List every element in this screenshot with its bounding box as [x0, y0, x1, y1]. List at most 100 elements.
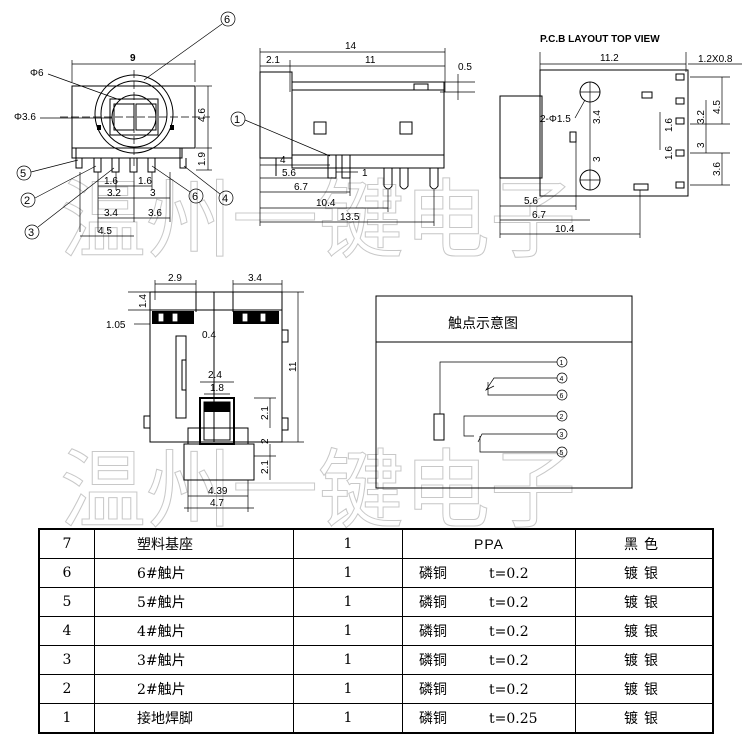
- bom-no: 5: [38, 587, 95, 617]
- bom-thickness: t=0.2: [489, 595, 529, 611]
- dim-pcb-r36: 3.6: [712, 162, 723, 176]
- svg-text:1: 1: [560, 360, 564, 367]
- dim-pcb-v34: 3.4: [592, 110, 603, 124]
- bom-name: 塑料基座: [94, 528, 294, 559]
- bom-thickness: t=0.2: [489, 653, 529, 669]
- contact-terminal-6: 6: [556, 389, 568, 401]
- dim-pcb-r32: 3.2: [696, 110, 707, 124]
- bom-name: 4#触片: [94, 616, 294, 646]
- dim-p16a: 1.6: [104, 176, 118, 187]
- pcb-view: P.C.B LAYOUT TOP VIEW 11.2 1.2X0.8 2-Φ1.…: [499, 34, 742, 238]
- dim-bottom-h105: 1.05: [106, 320, 126, 331]
- dim-side-d56: 5.6: [282, 168, 296, 179]
- contact-terminal-2: 2: [556, 410, 568, 422]
- bom-finish: 镀银: [575, 616, 714, 646]
- svg-text:4: 4: [560, 376, 564, 383]
- bom-qty: 1: [293, 616, 403, 646]
- bom-qty: 1: [293, 558, 403, 588]
- dim-p34: 3.4: [104, 208, 118, 219]
- dim-pcb-v3: 3: [592, 156, 603, 162]
- dim-bottom-left: 2.9: [168, 273, 182, 284]
- dim-front-height: 4.6: [197, 108, 208, 122]
- bom-material-cell: 磷铜 t=0.2: [402, 674, 576, 704]
- bom-qty: 1: [293, 703, 403, 734]
- bom-name: 6#触片: [94, 558, 294, 588]
- dim-p36: 3.6: [148, 208, 162, 219]
- callout-front-5: 5: [20, 168, 26, 180]
- dim-pcb-v16a: 1.6: [664, 118, 675, 132]
- dim-side-d4: 4: [280, 155, 286, 166]
- dim-bottom-w24: 2.4: [208, 370, 222, 381]
- bom-finish: 黑色: [575, 528, 714, 559]
- callout-front-6: 6: [192, 191, 198, 203]
- bom-table: 7 塑料基座 1 PPA 黑色 6 6#触片 1 磷铜 t=0.2 镀银 5 5#…: [38, 528, 714, 734]
- front-view: 9 Φ6 Φ3.6 4.6: [14, 11, 236, 240]
- bom-no: 3: [38, 645, 95, 675]
- dim-bottom-w18: 1.8: [210, 383, 224, 394]
- bom-thickness: t=0.2: [489, 624, 529, 640]
- dim-bottom-h14: 1.4: [138, 294, 149, 308]
- dim-bottom-h21b: 2.1: [260, 460, 271, 474]
- dim-side-d135: 13.5: [340, 212, 360, 223]
- svg-text:2: 2: [560, 414, 564, 421]
- bom-material: 磷铜: [419, 711, 447, 727]
- bom-name: 5#触片: [94, 587, 294, 617]
- callout-front-2: 2: [24, 195, 30, 207]
- contact-title: 触点示意图: [448, 315, 518, 332]
- dim-bottom-w47: 4.7: [210, 498, 224, 509]
- bom-qty: 1: [293, 674, 403, 704]
- dim-side-top: 0.5: [458, 62, 472, 73]
- bom-thickness: t=0.25: [489, 711, 538, 727]
- dim-big-hole: Φ6: [30, 68, 44, 79]
- bom-material: 磷铜: [419, 682, 447, 698]
- bom-material: 磷铜: [419, 566, 447, 582]
- bom-no: 6: [38, 558, 95, 588]
- dim-front-width: 9: [130, 53, 136, 64]
- bom-material-cell: 磷铜 t=0.2: [402, 645, 576, 675]
- bom-material: 磷铜: [419, 653, 447, 669]
- dim-bottom-gap: 0.4: [202, 330, 216, 341]
- bom-no: 2: [38, 674, 95, 704]
- bom-no: 7: [38, 528, 95, 559]
- dim-side-total: 14: [345, 41, 357, 52]
- bom-thickness: t=0.2: [489, 682, 529, 698]
- callout-front-6-top: 6: [224, 14, 230, 26]
- bom-finish: 镀银: [575, 674, 714, 704]
- dim-side-d104: 10.4: [316, 198, 336, 209]
- bom-material: PPA: [402, 528, 576, 559]
- bom-name: 2#触片: [94, 674, 294, 704]
- dim-side-d67: 6.7: [294, 182, 308, 193]
- bom-material-cell: 磷铜 t=0.2: [402, 558, 576, 588]
- svg-text:6: 6: [560, 393, 564, 400]
- bom-finish: 镀银: [575, 645, 714, 675]
- bom-thickness: t=0.2: [489, 566, 529, 582]
- bom-qty: 1: [293, 528, 403, 559]
- contact-diagram: 触点示意图 1 4 6 2 3 5: [375, 295, 633, 489]
- dim-small-hole: Φ3.6: [14, 112, 36, 123]
- dim-bottom-h21a: 2.1: [260, 406, 271, 420]
- dim-pcb-w: 11.2: [600, 53, 619, 64]
- callout-side-1: 1: [234, 114, 240, 126]
- contact-terminal-1: 1: [556, 356, 568, 368]
- table-row: 7 塑料基座 1 PPA 黑色: [38, 528, 714, 559]
- bottom-view: 2.9 3.4 1.4 1.05 0.4 2.4: [106, 273, 304, 512]
- dim-bottom-w439: 4.39: [208, 486, 228, 497]
- table-row: 2 2#触片 1 磷铜 t=0.2 镀银: [38, 674, 714, 704]
- dim-pcb-slot: 1.2X0.8: [698, 54, 733, 65]
- watermark-2: 温州一键电子: [60, 441, 576, 541]
- dim-pcb-r3: 3: [696, 142, 707, 148]
- dim-p3: 3: [150, 188, 156, 199]
- dim-p16b: 1.6: [138, 176, 152, 187]
- callout-front-4: 4: [222, 193, 228, 205]
- dim-pcb-b56: 5.6: [524, 196, 538, 207]
- bom-qty: 1: [293, 645, 403, 675]
- dim-pcb-r45: 4.5: [712, 100, 723, 114]
- contact-terminal-4: 4: [556, 372, 568, 384]
- side-view: 14 2.1 11 0.5 1 4 5.6: [230, 41, 475, 226]
